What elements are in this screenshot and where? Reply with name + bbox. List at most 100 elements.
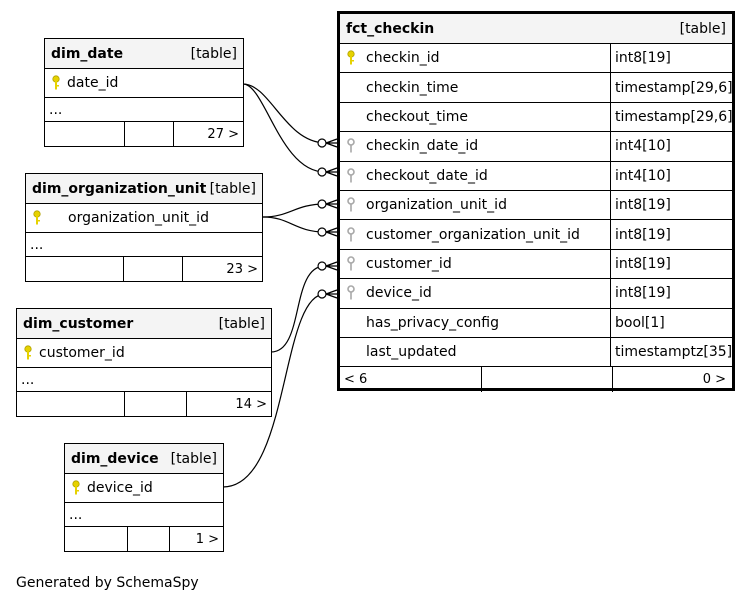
table-footer: 23 > xyxy=(26,257,262,281)
ellipsis: ... xyxy=(30,236,44,253)
column-cell: customer_id xyxy=(340,250,610,278)
footer-mid xyxy=(125,392,187,416)
table-name: fct_checkin xyxy=(346,20,435,37)
column-type: int8[19] xyxy=(610,190,732,220)
column-name: has_privacy_config xyxy=(366,314,499,331)
table-footer: 14 > xyxy=(17,392,271,416)
column-type: int4[10] xyxy=(610,132,732,161)
column-row[interactable]: checkout_date_id int4[10] xyxy=(340,161,732,191)
table-dim-customer[interactable]: dim_customer [table] customer_id ... 14 … xyxy=(16,308,272,417)
footer-left xyxy=(26,257,124,281)
table-kind: [table] xyxy=(170,450,217,467)
edge-org-org xyxy=(262,203,326,218)
column-row[interactable]: checkin_date_id int4[10] xyxy=(340,132,732,162)
table-footer: 1 > xyxy=(65,527,223,551)
foreign-key-icon xyxy=(340,285,362,301)
ellipsis: ... xyxy=(69,506,83,523)
edge-date-checkin xyxy=(242,83,326,144)
column-cell: checkout_date_id xyxy=(340,162,610,190)
foreign-key-icon xyxy=(340,138,362,154)
table-kind: [table] xyxy=(190,45,237,62)
column-cell: checkin_id xyxy=(340,44,610,72)
column-name: checkin_id xyxy=(366,50,440,67)
table-header: dim_device [table] xyxy=(65,444,223,474)
ellipsis: ... xyxy=(21,371,35,388)
table-header: dim_customer [table] xyxy=(17,309,271,339)
footer-children: 23 > xyxy=(226,261,258,277)
column-name: customer_id xyxy=(39,345,125,361)
table-kind: [table] xyxy=(218,315,265,332)
crowfoot-markers xyxy=(317,138,338,299)
table-dim-date[interactable]: dim_date [table] date_id ... 27 > xyxy=(44,38,244,147)
column-type: int8[19] xyxy=(610,279,732,308)
edge-org-custorg xyxy=(262,216,326,233)
table-header: fct_checkin [table] xyxy=(340,14,732,44)
column-name: last_updated xyxy=(366,344,457,361)
column-type: int8[19] xyxy=(610,44,732,73)
column-type: timestamp[29,6] xyxy=(610,102,733,132)
ellipsis-row: ... xyxy=(26,233,262,257)
footer-mid xyxy=(124,257,183,281)
footer-parents: < 6 xyxy=(340,367,482,393)
column-name: checkin_date_id xyxy=(366,138,479,155)
edge-device xyxy=(222,293,326,488)
column-cell: last_updated xyxy=(340,338,610,366)
footer-mid xyxy=(125,122,174,146)
column-name: organization_unit_id xyxy=(68,210,209,226)
table-dim-device[interactable]: dim_device [table] device_id ... 1 > xyxy=(64,443,224,552)
table-footer: 27 > xyxy=(45,122,243,146)
table-dim-organization-unit[interactable]: dim_organization_unit [table] organizati… xyxy=(25,173,263,282)
key-row[interactable]: date_id xyxy=(45,69,243,98)
column-cell: has_privacy_config xyxy=(340,309,610,337)
column-name: checkout_time xyxy=(366,108,469,125)
table-footer: < 6 0 > xyxy=(340,367,732,393)
ellipsis-row: ... xyxy=(45,98,243,122)
footer-mid xyxy=(128,527,170,551)
column-name: date_id xyxy=(67,75,119,91)
key-row[interactable]: customer_id xyxy=(17,339,271,368)
foreign-key-icon xyxy=(340,167,362,184)
column-type: timestamptz[35] xyxy=(610,337,732,367)
table-header: dim_date [table] xyxy=(45,39,243,69)
ellipsis: ... xyxy=(49,101,63,118)
primary-key-icon xyxy=(340,50,362,66)
ellipsis-row: ... xyxy=(17,368,271,392)
table-name: dim_date xyxy=(51,45,124,62)
column-cell: checkin_time xyxy=(340,73,610,101)
column-row[interactable]: checkin_id int8[19] xyxy=(340,44,732,74)
column-name: customer_organization_unit_id xyxy=(366,226,580,243)
column-type: int8[19] xyxy=(610,249,732,279)
footer-spacer xyxy=(482,367,613,393)
column-cell: checkin_date_id xyxy=(340,132,610,160)
footer-left xyxy=(45,122,125,146)
column-cell: device_id xyxy=(340,279,610,307)
column-row[interactable]: last_updated timestamptz[35] xyxy=(340,337,732,368)
table-name: dim_device xyxy=(71,450,159,467)
primary-key-icon xyxy=(65,480,87,496)
footer-children: 1 > xyxy=(195,531,219,547)
key-row[interactable]: organization_unit_id xyxy=(26,204,262,233)
footer-left xyxy=(17,392,125,416)
edge-customer xyxy=(270,265,326,353)
ellipsis-row: ... xyxy=(65,503,223,527)
table-kind: [table] xyxy=(209,180,256,197)
column-cell: organization_unit_id xyxy=(340,191,610,219)
column-type: timestamp[29,6] xyxy=(610,73,733,102)
column-row[interactable]: checkout_time timestamp[29,6] xyxy=(340,102,733,133)
key-row[interactable]: device_id xyxy=(65,474,223,503)
foreign-key-icon xyxy=(340,256,362,272)
table-name: dim_organization_unit xyxy=(32,180,207,197)
foreign-key-icon xyxy=(340,197,362,213)
table-kind: [table] xyxy=(679,20,726,37)
column-type: int4[10] xyxy=(610,161,732,190)
column-name: checkout_date_id xyxy=(366,167,488,184)
